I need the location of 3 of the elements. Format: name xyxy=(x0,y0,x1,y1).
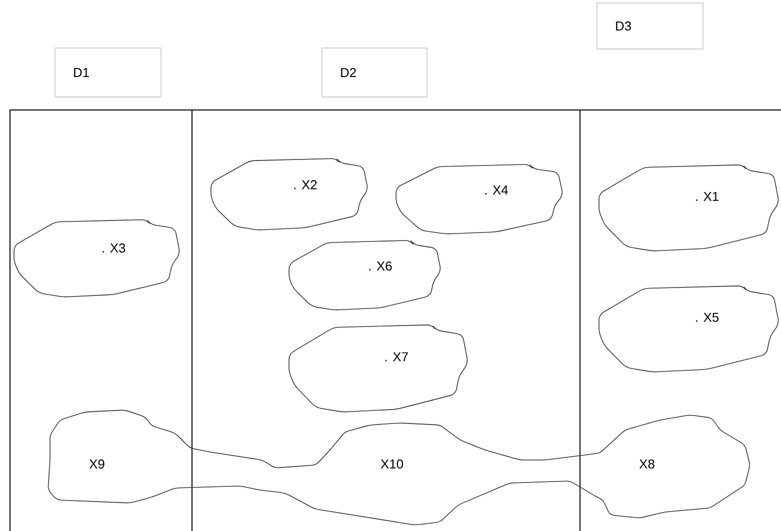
label-box: D3 xyxy=(596,2,704,50)
label-box: D1 xyxy=(54,48,162,98)
label-box: D2 xyxy=(322,48,428,98)
